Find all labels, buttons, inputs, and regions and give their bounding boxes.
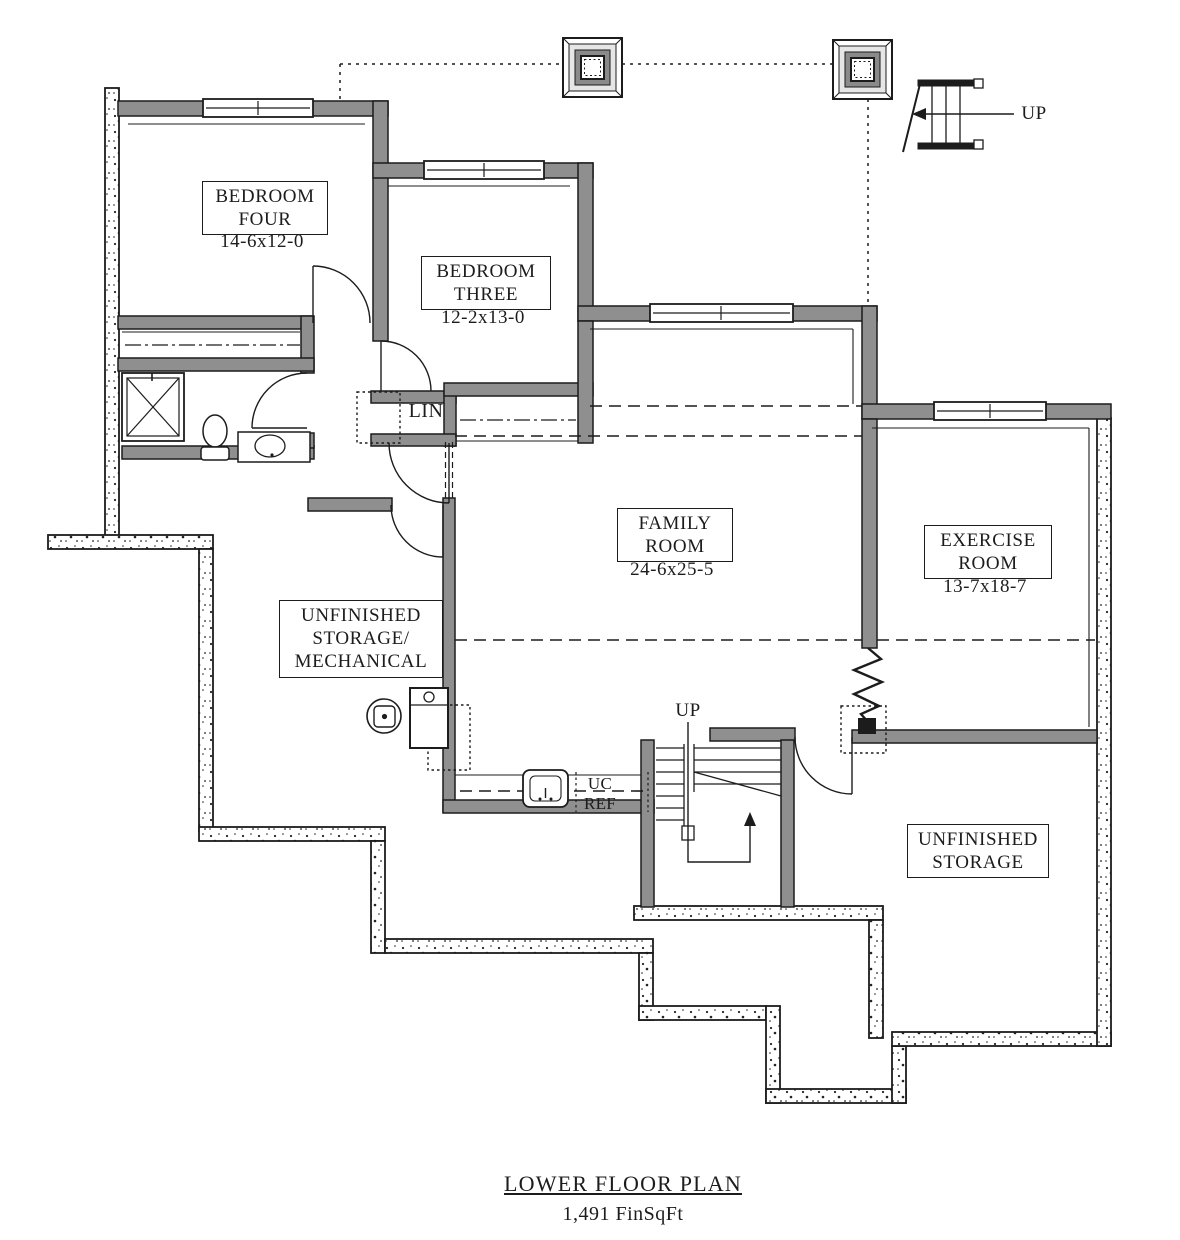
uc-ref-label-line1: UC [587,774,613,793]
room-label-bedroom-four: BEDROOM FOUR [202,181,328,236]
uc-ref-label-line2: REF [583,794,617,813]
zigzag-wall-break [850,647,886,723]
beam-dashed-lines [455,405,1095,792]
room-label-exercise-room: EXERCISE ROOM [924,525,1052,580]
stairs-up-label-main: UP [675,700,701,721]
room-label-bedroom-three: BEDROOM THREE [421,256,551,311]
closet-rod-lines [125,344,576,421]
window-bedroom-four [202,98,314,118]
main-stairs-icon [656,722,782,863]
door-linen [388,442,450,504]
room-dims-bedroom-three: 12-2x13-0 [441,307,525,328]
exterior-stair-icon [902,78,1014,153]
stairs-up-label-exterior: UP [1021,103,1047,124]
window-exercise-room [933,401,1047,421]
room-label-linen-closet: LIN [408,400,444,422]
toilet-icon [200,414,230,461]
door-bedroom-four [312,265,371,324]
window-well-dotted-connectors [339,63,869,306]
interior-face-lines [122,123,1090,776]
window-well-icon-left [562,37,623,98]
room-label-family-room: FAMILY ROOM [617,508,733,563]
window-well-icon-right [832,39,893,100]
room-label-unfinished-storage-mechanical: UNFINISHED STORAGE/ MECHANICAL [279,600,443,678]
room-dims-family-room: 24-6x25-5 [630,559,714,580]
plan-area: 1,491 FinSqFt [562,1203,684,1225]
bar-sink-icon [522,769,569,808]
room-dims-bedroom-four: 14-6x12-0 [220,231,304,252]
bar-cabinet-dotted-lines [575,772,649,812]
room-label-unfinished-storage: UNFINISHED STORAGE [907,824,1049,879]
post [858,718,876,734]
window-symbols [202,98,1047,421]
window-family-room [649,303,794,323]
door-exercise-storage [794,736,853,795]
plan-title: LOWER FLOOR PLAN [504,1171,742,1196]
shower-icon [121,372,185,442]
door-bedroom-three [380,340,432,392]
window-bedroom-three [423,160,545,180]
room-dims-exercise-room: 13-7x18-7 [943,576,1027,597]
vanity-sink-icon [237,431,311,463]
framed-walls [117,100,1112,908]
door-bathroom [251,372,308,429]
furnace-icon [409,687,449,749]
door-hall-storage [390,504,444,558]
water-heater-icon [366,698,402,734]
door-arcs [251,265,853,795]
